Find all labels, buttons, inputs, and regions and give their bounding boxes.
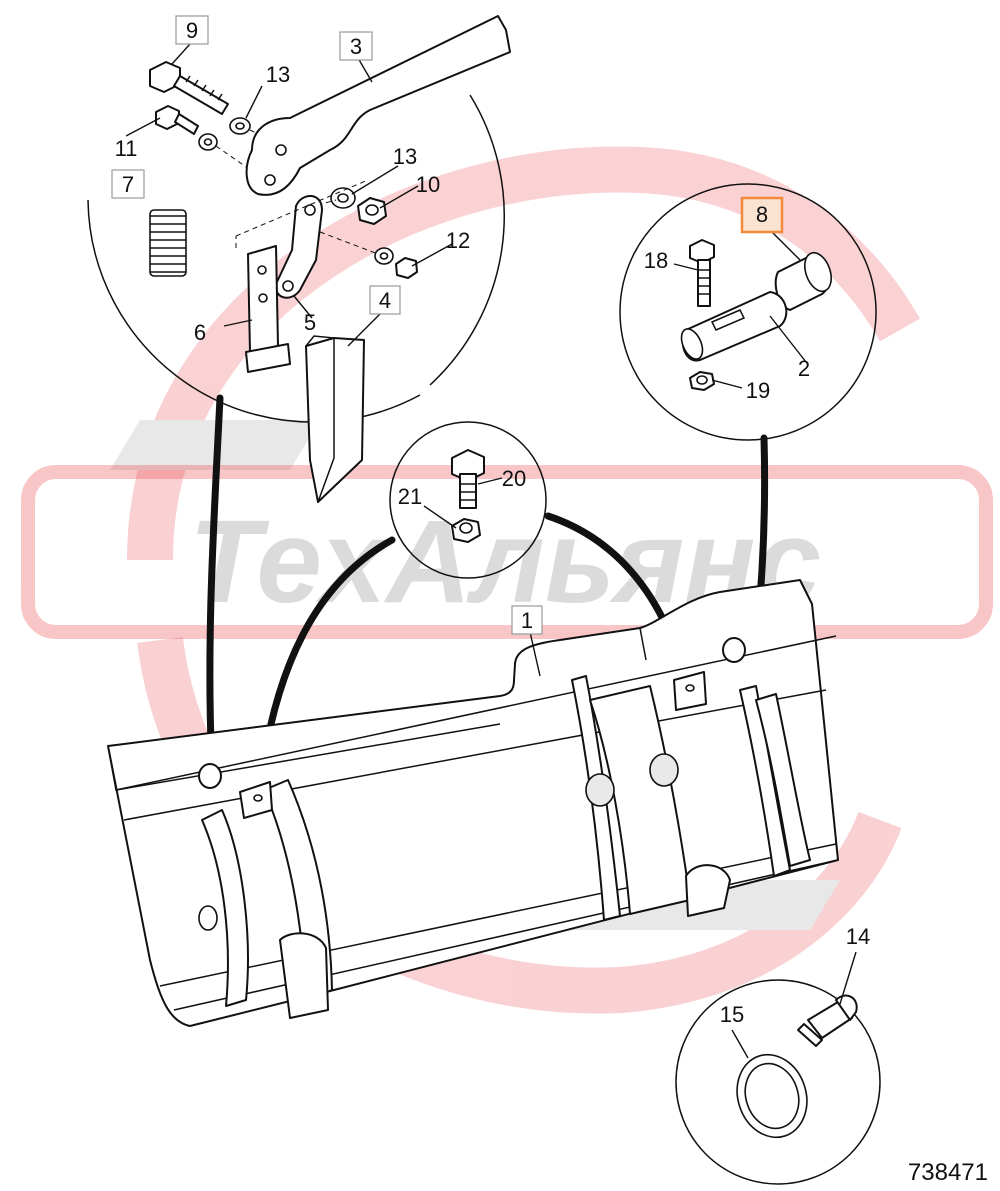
nut-10 — [357, 197, 387, 225]
callout-6: 6 — [194, 320, 206, 345]
callout-4: 4 — [379, 288, 391, 313]
callout-box-9 — [175, 15, 209, 45]
detail-view-pin — [619, 183, 877, 441]
callout-11: 11 — [115, 136, 138, 161]
callout-13-lower: 13 — [393, 144, 417, 169]
bolt-9 — [149, 61, 229, 115]
tooth-4 — [305, 335, 365, 503]
bolt-11 — [155, 105, 199, 135]
pin-2 — [680, 291, 788, 362]
lock-6 — [245, 245, 291, 373]
bushing-8 — [774, 251, 832, 311]
callout-18: 18 — [644, 248, 668, 273]
callout-3: 3 — [350, 34, 362, 59]
callout-2: 2 — [798, 356, 810, 381]
seal-ring-15 — [736, 1053, 808, 1139]
adapter-plate-3 — [245, 15, 511, 196]
bucket-1 — [107, 579, 839, 1027]
highlight-box-8 — [740, 196, 784, 234]
callout-1: 1 — [521, 608, 533, 633]
callout-20: 20 — [502, 466, 526, 491]
detail-view-fastener — [389, 421, 547, 579]
nut-19 — [689, 371, 715, 391]
callout-13-upper: 13 — [266, 62, 290, 87]
grease-fitting-14 — [797, 994, 858, 1047]
nut-21 — [451, 518, 481, 543]
callout-7: 7 — [122, 172, 134, 197]
diagram-id: 738471 — [908, 1159, 988, 1186]
callout-10: 10 — [416, 172, 440, 197]
callout-8: 8 — [756, 202, 768, 227]
callout-12: 12 — [446, 228, 470, 253]
callout-box-7 — [111, 169, 145, 199]
detail-view-grease-fitting — [675, 979, 881, 1185]
grease-nipple-left — [198, 763, 222, 789]
callout-15: 15 — [720, 1002, 744, 1027]
callout-19: 19 — [746, 378, 770, 403]
bolt-18 — [689, 239, 715, 307]
callout-5: 5 — [304, 310, 316, 335]
bolt-20 — [451, 449, 485, 509]
callout-box-3 — [339, 31, 373, 61]
link-line-left — [206, 394, 224, 774]
callout-box-4 — [369, 285, 401, 315]
callout-21: 21 — [398, 484, 422, 509]
callout-9: 9 — [186, 18, 198, 43]
grease-nipple-right — [722, 637, 746, 663]
callout-14: 14 — [846, 924, 870, 949]
watermark-banner — [21, 465, 993, 639]
spring-7 — [149, 209, 187, 277]
callout-box-1 — [511, 605, 543, 635]
nut-12 — [395, 257, 418, 279]
leader-lines — [125, 43, 857, 1059]
